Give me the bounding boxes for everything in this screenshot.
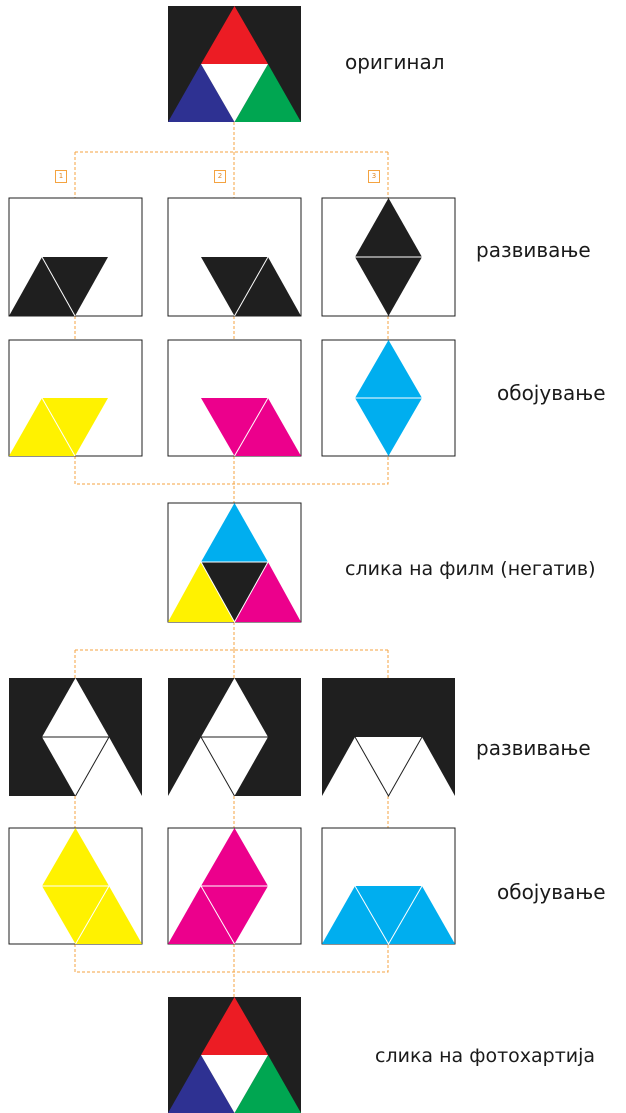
coloring2-layer-2 [168,828,301,944]
develop2-layer-1 [9,678,142,796]
coloring2-layer-3 [322,828,455,944]
layer-tag-3: 3 [368,170,380,183]
layer-tag-2: 2 [214,170,226,183]
coloring2-layer-1 [9,828,142,944]
develop-layer-3 [322,198,455,316]
coloring-layer-3 [322,340,455,456]
develop-layer-2 [168,198,301,316]
label-develop-1: развивање [476,238,591,262]
label-photo-paper: слика на фотохартија [375,1045,595,1067]
develop-layer-1 [9,198,142,316]
label-original: оригинал [345,50,445,74]
develop2-layer-2 [168,678,301,796]
coloring-layer-2 [168,340,301,456]
label-develop-2: развивање [476,736,591,760]
develop2-layer-3 [322,678,455,796]
layer-tag-1: 1 [55,170,67,183]
original-image [168,6,301,122]
label-coloring-1: обојување [497,381,606,405]
label-coloring-2: обојување [497,880,606,904]
negative-image [168,503,301,622]
photo-paper-image [168,997,301,1113]
coloring-layer-1 [9,340,142,456]
label-negative: слика на филм (негатив) [345,558,596,580]
